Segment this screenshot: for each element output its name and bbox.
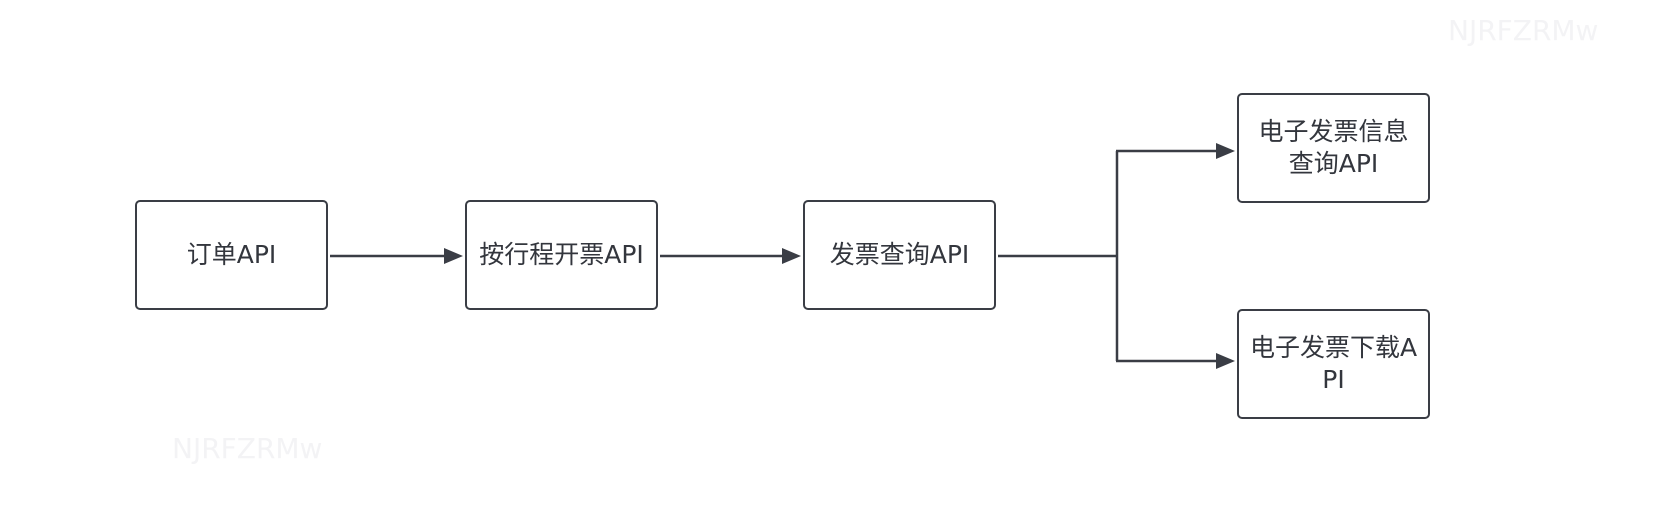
node-label: 按行程开票API [479, 240, 644, 269]
node-order-api: 订单API [135, 200, 328, 310]
arrowhead-icon [782, 248, 801, 264]
connector-branch-to-einvoice-download [1116, 353, 1235, 369]
node-invoice-query-api: 发票查询API [803, 200, 996, 310]
arrowhead-icon [444, 248, 463, 264]
arrowhead-icon [1216, 143, 1235, 159]
connector-branch-to-einvoice-info [1116, 143, 1235, 159]
arrowhead-icon [1216, 353, 1235, 369]
node-label: 订单API [186, 240, 277, 269]
node-einvoice-download-api: 电子发票下载API [1237, 309, 1430, 419]
connector-trip-invoice-to-invoice-query [660, 248, 801, 264]
node-label: 电子发票信息查询API [1258, 117, 1409, 178]
node-einvoice-info-query-api: 电子发票信息查询API [1237, 93, 1430, 203]
node-label: 发票查询API [829, 240, 970, 269]
connector-invoice-query-branch [998, 151, 1119, 361]
connector-order-to-trip-invoice [330, 248, 463, 264]
node-trip-invoice-api: 按行程开票API [465, 200, 658, 310]
node-label: 电子发票下载API [1249, 333, 1418, 394]
